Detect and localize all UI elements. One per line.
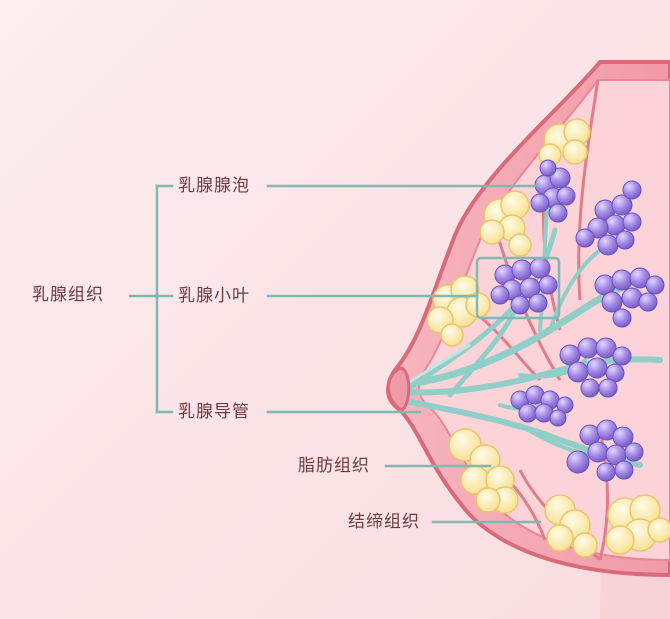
fat-cluster (448, 428, 519, 514)
lobule-label: 乳腺小叶 (178, 286, 250, 306)
lobule-cluster (510, 385, 574, 427)
lobule-cluster (559, 337, 632, 398)
adipose-label: 脂肪组织 (298, 456, 370, 476)
lobule-cluster (594, 267, 665, 328)
lobule-cluster (575, 180, 642, 256)
nipple (387, 366, 411, 412)
lobule-cluster (566, 419, 644, 482)
fat-cluster (605, 494, 670, 555)
alveoli-label: 乳腺腺泡 (178, 176, 250, 196)
root-label: 乳腺组织 (32, 285, 104, 305)
lobule-clusters (490, 159, 665, 482)
duct-label: 乳腺导管 (178, 402, 250, 422)
lobule-cluster (490, 257, 558, 315)
lobule-highlight-box (475, 256, 561, 320)
connective-label: 结缔组织 (348, 512, 420, 532)
lobule-cluster (530, 159, 576, 223)
fat-cluster (479, 190, 532, 257)
fat-cluster (544, 494, 598, 558)
fat-cluster (538, 118, 591, 167)
leader-lines (128, 184, 542, 524)
fat-clusters (426, 118, 670, 558)
